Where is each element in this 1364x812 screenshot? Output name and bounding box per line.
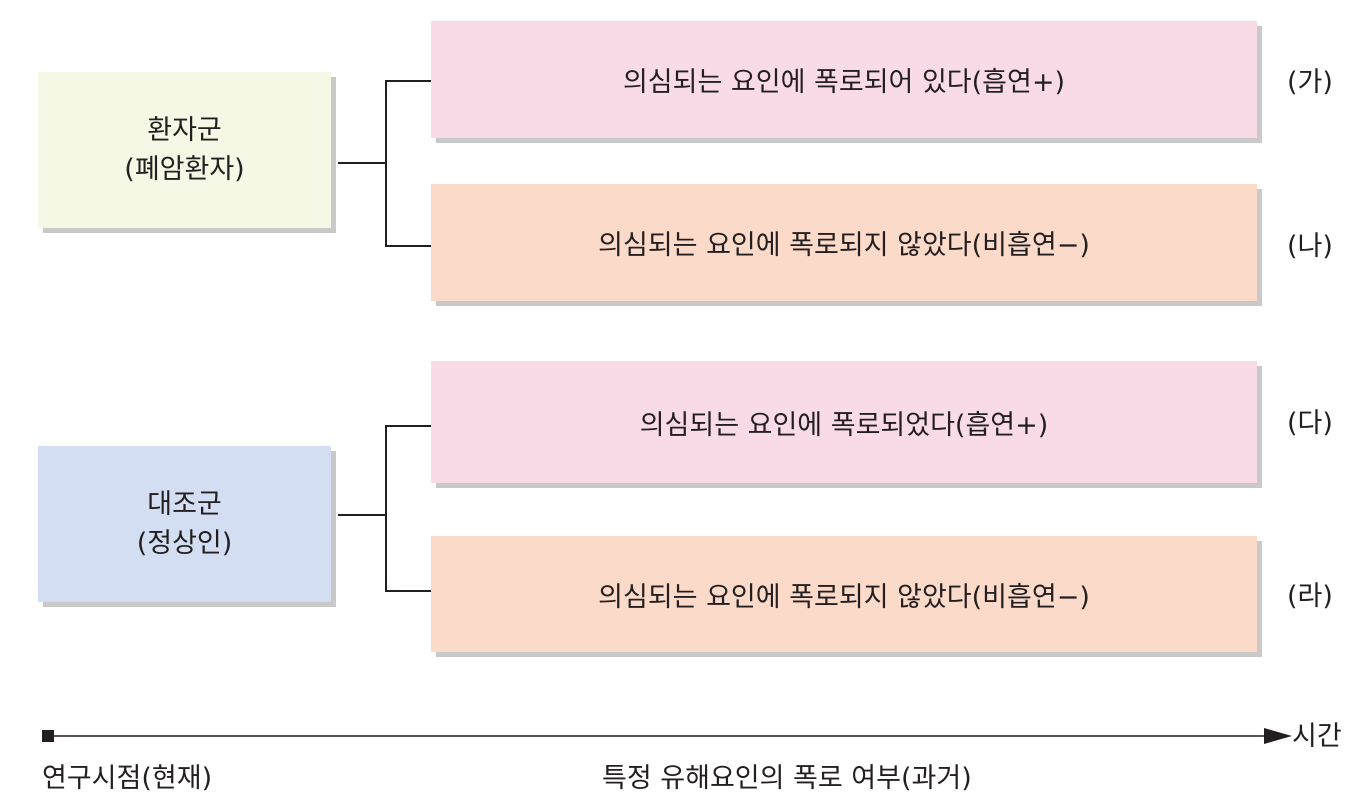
- outcome-box-exposed-control: 의심되는 요인에 폭로되었다(흡연+): [431, 361, 1257, 483]
- case-connector-stem: [338, 162, 386, 164]
- outcome-text: 의심되는 요인에 폭로되지 않았다(비흡연−): [598, 581, 1090, 613]
- outcome-box-unexposed-control: 의심되는 요인에 폭로되지 않았다(비흡연−): [431, 536, 1257, 652]
- control-group-box: 대조군 (정상인): [38, 446, 331, 602]
- arrowhead-icon: [1264, 728, 1292, 744]
- control-group-subtitle: (정상인): [136, 528, 233, 559]
- outcome-box-unexposed-case: 의심되는 요인에 폭로되지 않았다(비흡연−): [431, 184, 1257, 301]
- case-connector-bottom: [385, 245, 431, 247]
- row-label-na: (나): [1287, 231, 1333, 262]
- control-group-title: 대조군: [147, 488, 222, 520]
- study-point-label: 연구시점(현재): [42, 763, 213, 794]
- control-connector-stem: [338, 514, 386, 516]
- outcome-text: 의심되는 요인에 폭로되어 있다(흡연+): [622, 67, 1066, 98]
- outcome-text: 의심되는 요인에 폭로되지 않았다(비흡연−): [598, 230, 1090, 261]
- control-connector-bottom: [385, 590, 431, 592]
- outcome-text: 의심되는 요인에 폭로되었다(흡연+): [639, 409, 1049, 441]
- case-connector-vertical: [385, 80, 387, 246]
- control-connector-top: [385, 425, 431, 427]
- time-axis-label: 시간: [1292, 721, 1342, 752]
- timeline-start-marker: [42, 730, 54, 742]
- row-label-da: (다): [1287, 408, 1333, 439]
- outcome-box-exposed-case: 의심되는 요인에 폭로되어 있다(흡연+): [431, 21, 1257, 138]
- case-group-subtitle: (폐암환자): [124, 154, 245, 185]
- case-group-title: 환자군: [147, 114, 222, 146]
- exposure-history-label: 특정 유해요인의 폭로 여부(과거): [602, 763, 972, 794]
- row-label-ga: (가): [1287, 67, 1333, 98]
- case-group-box: 환자군 (폐암환자): [38, 72, 331, 228]
- control-connector-vertical: [385, 425, 387, 591]
- row-label-ra: (라): [1287, 581, 1333, 612]
- timeline-arrow: [42, 728, 1292, 744]
- case-connector-top: [385, 80, 431, 82]
